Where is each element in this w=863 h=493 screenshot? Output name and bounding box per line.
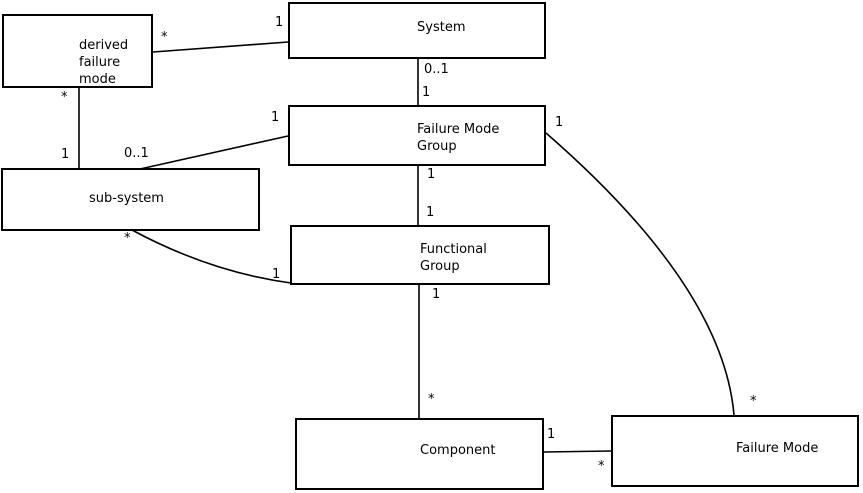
mult-functional-group-component-target: *: [428, 392, 435, 407]
node-component-label: Component: [420, 443, 496, 458]
mult-component-failure-mode-source: 1: [547, 427, 556, 442]
edge-component-to-failure-mode: [543, 450, 612, 453]
mult-functional-group-component-source: 1: [432, 287, 441, 302]
edge-sub-system-to-functional-group: [131, 229, 292, 284]
node-sub-system: sub-system: [1, 168, 260, 231]
node-failure-mode: Failure Mode: [611, 415, 859, 487]
mult-sub-system-failure-mode-group-target: 1: [271, 110, 280, 125]
edge-failure-mode-group-to-failure-mode: [545, 132, 735, 416]
node-failure-mode-group-label: Failure Mode Group: [417, 122, 500, 154]
mult-derived-failure-mode-sub-system-source: *: [61, 90, 68, 105]
mult-failure-mode-group-functional-group-source: 1: [427, 167, 436, 182]
edge-derived-failure-mode-to-system: [152, 41, 289, 53]
mult-failure-mode-group-failure-mode-source: 1: [555, 115, 564, 130]
node-failure-mode-group: Failure Mode Group: [288, 105, 546, 166]
mult-system-failure-mode-group-source: 0..1: [424, 62, 449, 77]
mult-sub-system-functional-group-target: 1: [272, 267, 281, 282]
mult-component-failure-mode-target: *: [598, 459, 605, 474]
node-derived-failure-mode-label: derived failure mode: [79, 38, 129, 87]
node-failure-mode-label: Failure Mode: [736, 441, 819, 456]
node-system: System: [288, 2, 546, 59]
mult-system-failure-mode-group-target: 1: [422, 85, 431, 100]
node-derived-failure-mode: derived failure mode: [2, 14, 153, 88]
mult-sub-system-failure-mode-group-source: 0..1: [124, 146, 149, 161]
mult-failure-mode-group-functional-group-target: 1: [426, 205, 435, 220]
mult-sub-system-functional-group-source: *: [124, 231, 131, 246]
mult-derived-failure-mode-system-target: 1: [275, 15, 284, 30]
mult-failure-mode-group-failure-mode-target: *: [750, 394, 757, 409]
node-system-label: System: [417, 20, 466, 35]
mult-derived-failure-mode-system-source: *: [161, 30, 168, 45]
edge-sub-system-to-failure-mode-group: [139, 135, 289, 170]
node-functional-group-label: Functional Group: [420, 242, 487, 274]
node-sub-system-label: sub-system: [89, 191, 164, 206]
node-component: Component: [295, 418, 544, 490]
node-functional-group: Functional Group: [290, 225, 550, 285]
mult-derived-failure-mode-sub-system-target: 1: [61, 147, 70, 162]
